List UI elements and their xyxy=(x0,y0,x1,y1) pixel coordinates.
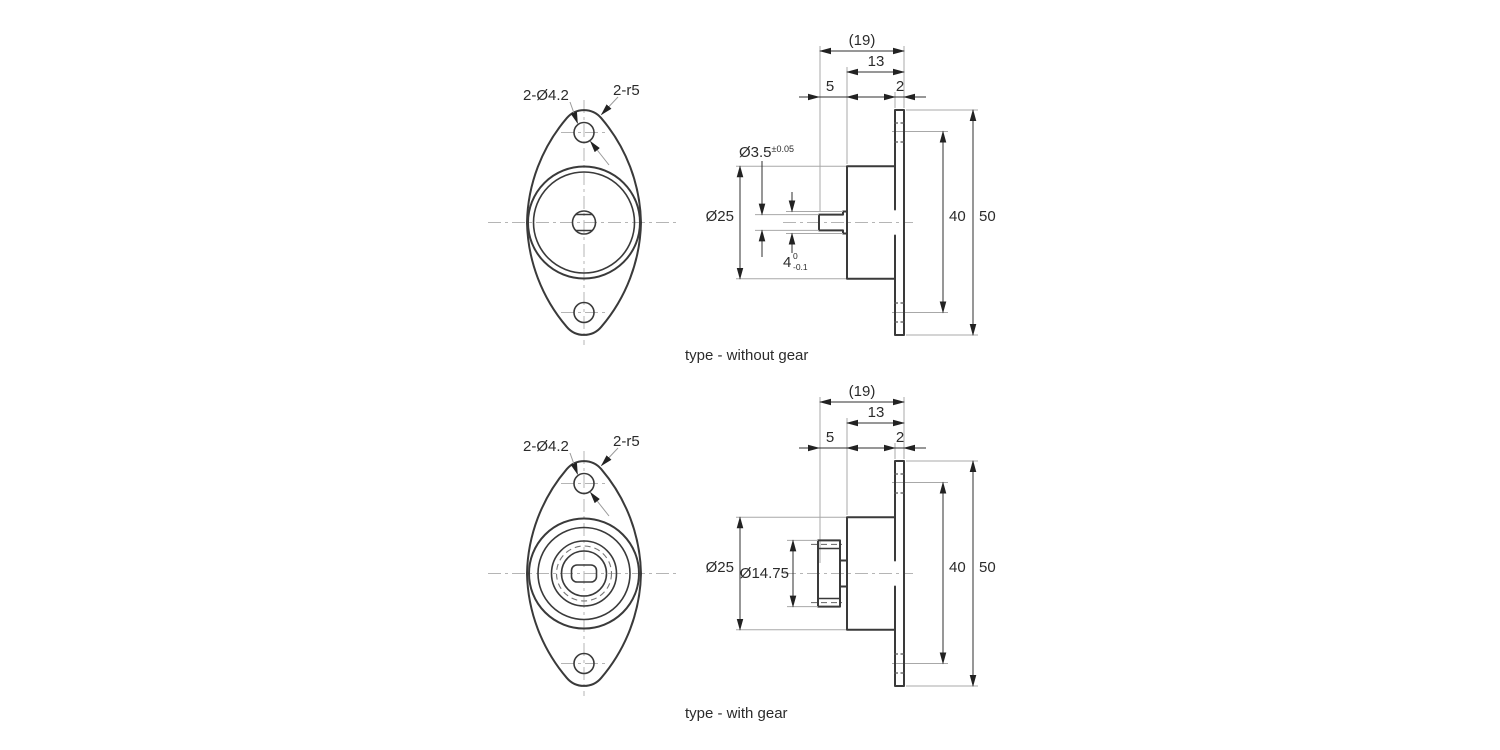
caption-with-gear: type - with gear xyxy=(685,705,788,722)
view-front-with-gear xyxy=(488,433,680,696)
body-circle-inner xyxy=(532,171,636,274)
dim-label-dia3-5: Ø3.5±0.05 xyxy=(739,144,794,161)
view-front-without-gear xyxy=(488,82,680,345)
shaft-end-circle xyxy=(571,210,597,235)
gear-profile xyxy=(817,539,848,608)
caption-without-gear: type - without gear xyxy=(685,347,808,364)
side-common-bottom xyxy=(706,383,996,686)
gear-tip-circle xyxy=(550,540,618,607)
shaft-profile xyxy=(818,210,848,235)
dim-gear-dia-14-75: Ø14.75 xyxy=(740,539,818,608)
body-circle-outer xyxy=(527,165,641,280)
dim-label-dia14-75: Ø14.75 xyxy=(740,565,789,582)
body-circle-outer xyxy=(528,517,640,630)
gear-pitch-circle xyxy=(555,545,613,602)
recess-circle xyxy=(537,526,631,621)
double-d-bore xyxy=(570,564,598,583)
side-common-top xyxy=(706,32,996,335)
view-side-with-gear: Ø14.75 xyxy=(706,383,996,686)
dim-shaft-dia-3-5: Ø3.5±0.05 xyxy=(739,144,819,257)
front-common-top xyxy=(488,82,680,345)
gear-root-circle xyxy=(560,550,608,597)
